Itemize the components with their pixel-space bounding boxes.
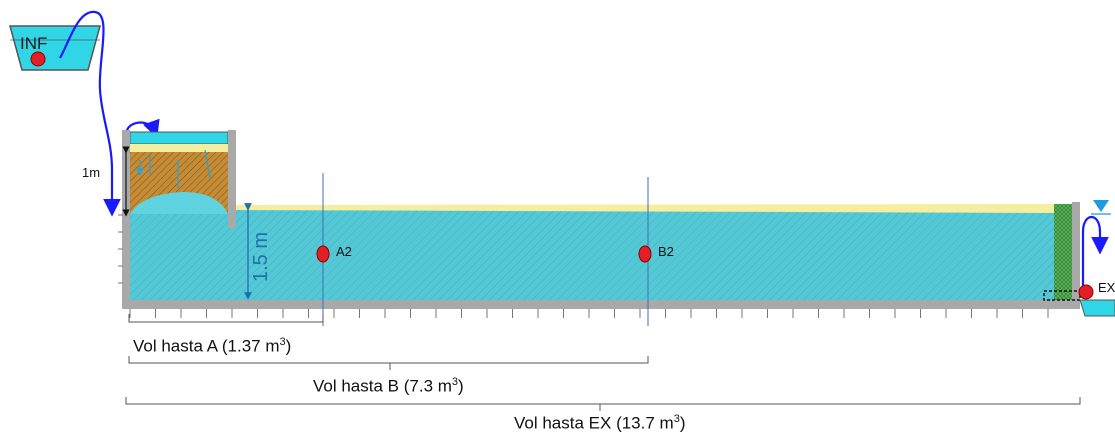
outlet-pipe	[1081, 215, 1109, 286]
sample-label-b2: B2	[658, 244, 674, 259]
bottom-ruler	[129, 309, 1049, 318]
volume-label-ex: Vol hasta EX (13.7 m3)	[514, 413, 686, 433]
sample-point-b2	[638, 245, 652, 263]
inflow-pipe	[59, 10, 114, 205]
bracket-vol-a	[128, 314, 324, 323]
depth-label: 1.5 m	[250, 231, 272, 282]
effluent-label: EX	[1098, 280, 1115, 295]
sample-point-a2	[316, 245, 330, 263]
effluent-sample-point	[1078, 284, 1094, 300]
bracket-vol-ex	[125, 397, 1081, 405]
filter-height-label: 1m	[82, 165, 101, 180]
left-wall-ticks	[118, 214, 123, 284]
sample-label-a2: A2	[336, 244, 352, 259]
influent-tank	[9, 25, 101, 71]
volume-label-b: Vol hasta B (7.3 m3)	[313, 376, 464, 396]
influent-label: INF	[20, 34, 48, 53]
effluent-tank	[1079, 299, 1115, 317]
vertical-filter	[122, 130, 236, 300]
volume-label-a: Vol hasta A (1.37 m3)	[133, 336, 292, 356]
bracket-vol-b	[128, 356, 649, 364]
water-level-icon	[1093, 200, 1109, 212]
influent-sample-point	[30, 51, 46, 67]
